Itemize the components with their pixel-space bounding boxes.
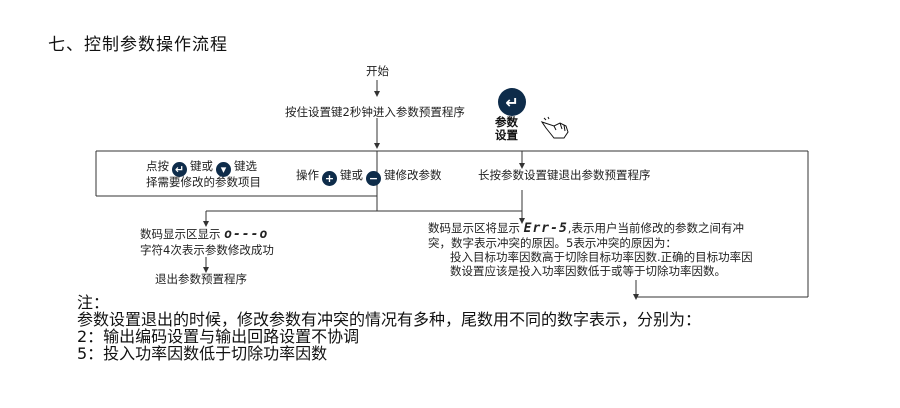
flow-exit-hold: 长按参数设置键退出参数预置程序 [478, 168, 651, 182]
minus-icon[interactable]: − [366, 171, 381, 186]
flow-enter-setup: 按住设置键2秒钟进入参数预置程序 [285, 105, 465, 119]
param-setup-button[interactable]: ↵ [498, 88, 526, 116]
enter-icon: ↵ [505, 92, 519, 112]
note-line-2: 2：输出编码设置与输出回路设置不协调 [77, 327, 360, 346]
note-line-1: 参数设置退出的时候，修改参数有冲突的情况有多种，尾数用不同的数字表示，分别为： [77, 310, 702, 329]
segment-display-text: Err-5 [523, 221, 568, 236]
pointing-hand-icon [540, 116, 574, 142]
enter-icon[interactable]: ↵ [172, 162, 187, 177]
flow-error-line3: 投入目标功率因数高于切除目标功率因数.正确的目标功率因 [450, 250, 753, 264]
flow-start: 开始 [366, 64, 389, 78]
section-title: 七、控制参数操作流程 [48, 35, 228, 55]
segment-display-text: o---o [224, 227, 269, 242]
note-line-3: 5：投入功率因数低于切除功率因数 [77, 344, 328, 363]
flow-success-line2: 字符4次表示参数修改成功 [140, 243, 274, 257]
flow-error: 数码显示区将显示 Err-5,表示用户当前修改的参数之间有冲 [428, 221, 744, 236]
flow-select-param: 点按↵键或▾键选 [146, 159, 257, 177]
flow-exit-setup: 退出参数预置程序 [155, 272, 247, 286]
flow-modify-param: 操作+键或−键修改参数 [296, 168, 442, 186]
flow-success: 数码显示区显示 o---o [140, 227, 269, 242]
param-setup-button-label: 参数 设置 [495, 115, 518, 142]
flow-error-line2: 突，数字表示冲突的原因。5表示冲突的原因为： [428, 236, 677, 250]
flow-error-line4: 数设置应该是投入功率因数低于或等于切除功率因数。 [450, 264, 726, 278]
plus-icon[interactable]: + [322, 171, 337, 186]
flow-select-param-line2: 择需要修改的参数项目 [146, 175, 261, 189]
dropdown-circle-icon[interactable]: ▾ [216, 162, 231, 177]
note-heading: 注： [77, 293, 110, 312]
